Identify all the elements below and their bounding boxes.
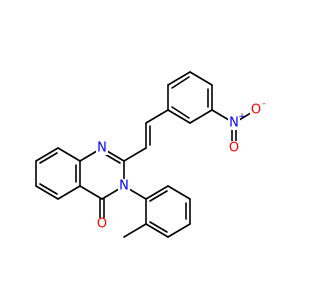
atom-o4: O bbox=[96, 217, 108, 232]
bond bbox=[145, 109, 169, 124]
double-bond-inner bbox=[149, 190, 168, 202]
bond bbox=[167, 109, 191, 124]
atom-nitro-o1: O - bbox=[250, 99, 266, 118]
double-bond-inner bbox=[171, 76, 190, 89]
atom-nitro-n-charge: + bbox=[238, 112, 246, 122]
molecule-structure-diagram: N N O N + O - O bbox=[35, 71, 266, 238]
bond bbox=[123, 147, 147, 162]
benzo-ring bbox=[35, 147, 81, 200]
atom-n1-label: N bbox=[97, 141, 107, 156]
bond bbox=[189, 71, 213, 86]
bond bbox=[145, 185, 169, 200]
tolyl-ring bbox=[123, 185, 191, 238]
vinyl-linker bbox=[123, 109, 169, 162]
atom-nitro-o2-label: O bbox=[229, 141, 239, 156]
atom-nitro-n-label: N bbox=[229, 116, 239, 131]
atom-nitro-n: N + bbox=[228, 112, 246, 131]
bond bbox=[35, 185, 59, 200]
pyrimidinone-ring bbox=[79, 147, 125, 225]
atom-nitro-o2: O bbox=[228, 141, 240, 156]
nitrophenyl-ring bbox=[167, 71, 235, 124]
double-bond-inner bbox=[171, 106, 190, 119]
atom-n3: N bbox=[118, 179, 130, 194]
atom-n1: N bbox=[96, 141, 108, 156]
atom-labels: N N O N + O - O bbox=[96, 99, 266, 232]
bond bbox=[35, 147, 59, 162]
double-bond-inner bbox=[39, 183, 58, 195]
bond bbox=[57, 185, 81, 200]
atom-o4-label: O bbox=[97, 217, 107, 232]
bond bbox=[145, 223, 169, 238]
bond bbox=[79, 185, 103, 200]
double-bond-inner bbox=[39, 152, 58, 164]
atom-n3-label: N bbox=[119, 179, 129, 194]
bond bbox=[167, 223, 191, 238]
bond bbox=[167, 185, 191, 200]
atom-nitro-o1-label: O bbox=[251, 103, 261, 118]
atom-nitro-o1-charge: - bbox=[262, 99, 265, 109]
bond bbox=[189, 109, 213, 124]
bond bbox=[57, 147, 81, 162]
methyl-bond bbox=[123, 223, 147, 238]
structure-canvas: N N O N + O - O bbox=[35, 71, 266, 238]
bond bbox=[167, 71, 191, 86]
double-bond-inner bbox=[149, 221, 168, 233]
